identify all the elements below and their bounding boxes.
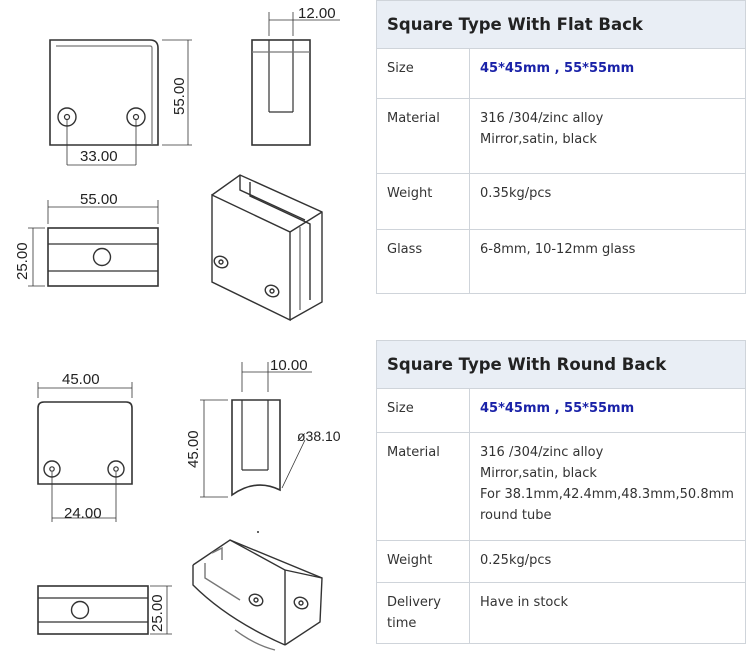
flat-front-view: [49, 39, 192, 166]
row-value: Have in stock: [469, 582, 746, 644]
round-top-width-dim: 10.00: [270, 357, 308, 374]
value-line: 316 /304/zinc alloy: [480, 445, 604, 460]
value-line: round tube: [480, 508, 552, 523]
value-line: Mirror,satin, black: [480, 466, 597, 481]
table-row: Material 316 /304/zinc alloy Mirror,sati…: [376, 432, 746, 541]
row-key: Material: [376, 98, 470, 174]
flat-side-height-dim: 25.00: [14, 242, 31, 280]
spec-table-header: Square Type With Round Back: [376, 340, 746, 389]
table-row: Size 45*45mm , 55*55mm: [376, 388, 746, 433]
spec-table-header: Square Type With Flat Back: [376, 0, 746, 49]
spec-table-flat-back: Square Type With Flat Back Size 45*45mm …: [376, 0, 746, 294]
table-row: Size 45*45mm , 55*55mm: [376, 48, 746, 99]
value-line: For 38.1mm,42.4mm,48.3mm,50.8mm: [480, 487, 734, 502]
spec-table-title: Square Type With Flat Back: [376, 0, 746, 49]
flat-hole-spacing-dim: 33.00: [80, 148, 118, 165]
flat-side-view: [251, 12, 340, 146]
table-row: Weight 0.25kg/pcs: [376, 540, 746, 583]
flat-top-width-dim: 12.00: [298, 5, 336, 22]
row-value: 45*45mm , 55*55mm: [469, 48, 746, 99]
row-value: 316 /304/zinc alloy Mirror,satin, black …: [469, 432, 746, 541]
row-key: Size: [376, 388, 470, 433]
table-row: Delivery time Have in stock: [376, 582, 746, 644]
row-key: Weight: [376, 173, 470, 230]
round-bottom-view: [37, 585, 172, 635]
row-value: 0.25kg/pcs: [469, 540, 746, 583]
row-key: Delivery time: [376, 582, 470, 644]
round-side-view: [200, 362, 312, 498]
table-row: Weight 0.35kg/pcs: [376, 173, 746, 230]
round-diameter-dim: ø38.10: [297, 428, 341, 444]
row-key: Weight: [376, 540, 470, 583]
round-hole-spacing-dim: 24.00: [64, 505, 102, 522]
round-side-height-dim: 25.00: [149, 594, 166, 632]
row-value: 45*45mm , 55*55mm: [469, 388, 746, 433]
table-row: Material 316 /304/zinc alloy Mirror,sati…: [376, 98, 746, 174]
flat-bottom-view: [28, 200, 159, 287]
row-key: Size: [376, 48, 470, 99]
value-line: Mirror,satin, black: [480, 132, 597, 147]
spec-table-round-back: Square Type With Round Back Size 45*45mm…: [376, 340, 746, 644]
flat-isometric-view: [211, 174, 323, 322]
technical-drawings: 33.00 55.00 12.00 55.00 25.00: [0, 0, 370, 657]
flat-bottom-width-dim: 55.00: [80, 191, 118, 208]
round-front-view: [37, 382, 133, 522]
spec-table-title: Square Type With Round Back: [376, 340, 746, 389]
flat-height-dim: 55.00: [171, 77, 188, 115]
row-value: 6-8mm, 10-12mm glass: [469, 229, 746, 294]
round-height-dim: 45.00: [185, 430, 202, 468]
row-key-text: Delivery time: [387, 595, 441, 631]
row-value: 0.35kg/pcs: [469, 173, 746, 230]
round-front-width-dim: 45.00: [62, 371, 100, 388]
table-row: Glass 6-8mm, 10-12mm glass: [376, 229, 746, 294]
row-value: 316 /304/zinc alloy Mirror,satin, black: [469, 98, 746, 174]
row-key: Glass: [376, 229, 470, 294]
value-line: 316 /304/zinc alloy: [480, 111, 604, 126]
round-isometric-view: [192, 539, 323, 651]
row-key: Material: [376, 432, 470, 541]
